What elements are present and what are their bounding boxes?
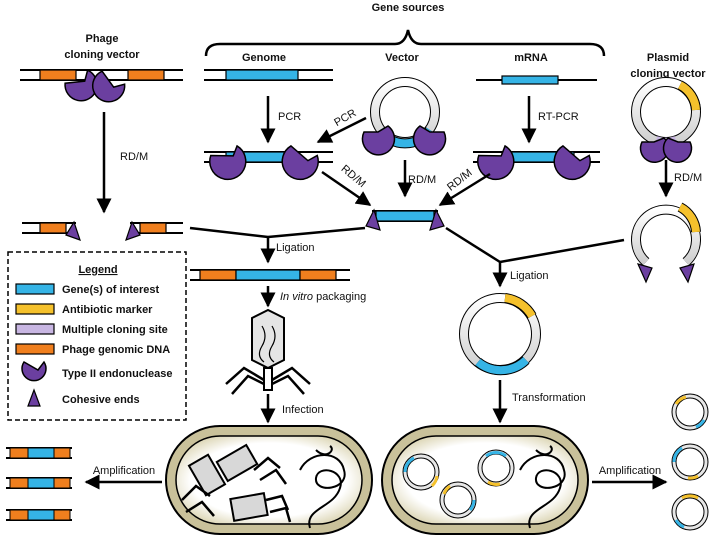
- legend-swatch-marker: [15, 303, 55, 315]
- rdm-vector-label: RD/M: [408, 174, 436, 186]
- legend-swatch-gene: [15, 283, 55, 295]
- rdm-phage-label: RD/M: [120, 151, 148, 163]
- transformation-label: Transformation: [512, 392, 586, 404]
- rdm-plasmid-label: RD/M: [674, 172, 702, 184]
- gene-sources-brace: [204, 29, 606, 57]
- pcr-product-with-enzymes: [204, 144, 333, 181]
- genome-dna: [204, 69, 333, 81]
- cdna-with-enzymes: [473, 144, 600, 181]
- phage-arms: [22, 220, 183, 241]
- rdm-mrna-label: RD/M: [445, 167, 475, 194]
- legend-label-phage: Phage genomic DNA: [62, 344, 170, 356]
- legend-label-marker: Antibiotic marker: [62, 304, 153, 316]
- legend-title: Legend: [78, 264, 117, 276]
- plasmid-transformed-cell: [381, 425, 589, 535]
- legend-swatch-mcs: [15, 323, 55, 335]
- legend-label-enzyme: Type II endonuclease: [62, 368, 172, 380]
- genome-title: Genome: [242, 52, 286, 64]
- recombinant-plasmid: [459, 293, 541, 376]
- phage-infected-cell: [165, 425, 373, 535]
- legend-items: Gene(s) of interest Antibiotic marker Mu…: [15, 283, 172, 407]
- mrna-strand: [476, 75, 597, 85]
- legend-enzyme-icon: [21, 360, 47, 382]
- plasmid-vector-title-1: Plasmid: [647, 52, 689, 64]
- plasmid-vector-title-2: cloning vector: [630, 68, 706, 80]
- legend-swatch-phage: [15, 343, 55, 355]
- gene-insert-with-cohesive-ends: [365, 208, 445, 231]
- infection-label: Infection: [282, 404, 324, 416]
- in-vitro-packaging-label: In vitro packaging: [280, 291, 366, 303]
- legend-box: [7, 251, 187, 421]
- amplified-phage-dna: [6, 447, 72, 521]
- legend-label-cohesive: Cohesive ends: [62, 394, 140, 406]
- amplification-left-label: Amplification: [93, 465, 155, 477]
- phage-vector-title-2: cloning vector: [64, 49, 140, 61]
- legend-label-mcs: Multiple cloning site: [62, 324, 168, 336]
- phage-dna-with-enzymes: [20, 69, 183, 103]
- cut-plasmid-vector: [631, 202, 701, 284]
- pcr-label-1: PCR: [278, 111, 301, 123]
- phage-vector-title-1: Phage: [85, 33, 118, 45]
- source-vector-plasmid: [361, 77, 447, 156]
- ligation-left-label: Ligation: [276, 242, 315, 254]
- plasmid-cloning-vector: [631, 77, 701, 164]
- pcr-label-2: PCR: [332, 107, 358, 129]
- ligation-right-label: Ligation: [510, 270, 549, 282]
- recombinant-phage-dna: [190, 269, 350, 281]
- legend-label-gene: Gene(s) of interest: [62, 284, 160, 296]
- amplified-plasmids: [671, 393, 709, 531]
- phage-particle: [225, 308, 311, 395]
- gene-sources-title: Gene sources: [372, 2, 445, 14]
- amplification-right-label: Amplification: [599, 465, 661, 477]
- vector-title: Vector: [385, 52, 419, 64]
- rtpcr-label: RT-PCR: [538, 111, 579, 123]
- legend-cohesive-end-icon: [27, 388, 41, 407]
- mrna-title: mRNA: [514, 52, 548, 64]
